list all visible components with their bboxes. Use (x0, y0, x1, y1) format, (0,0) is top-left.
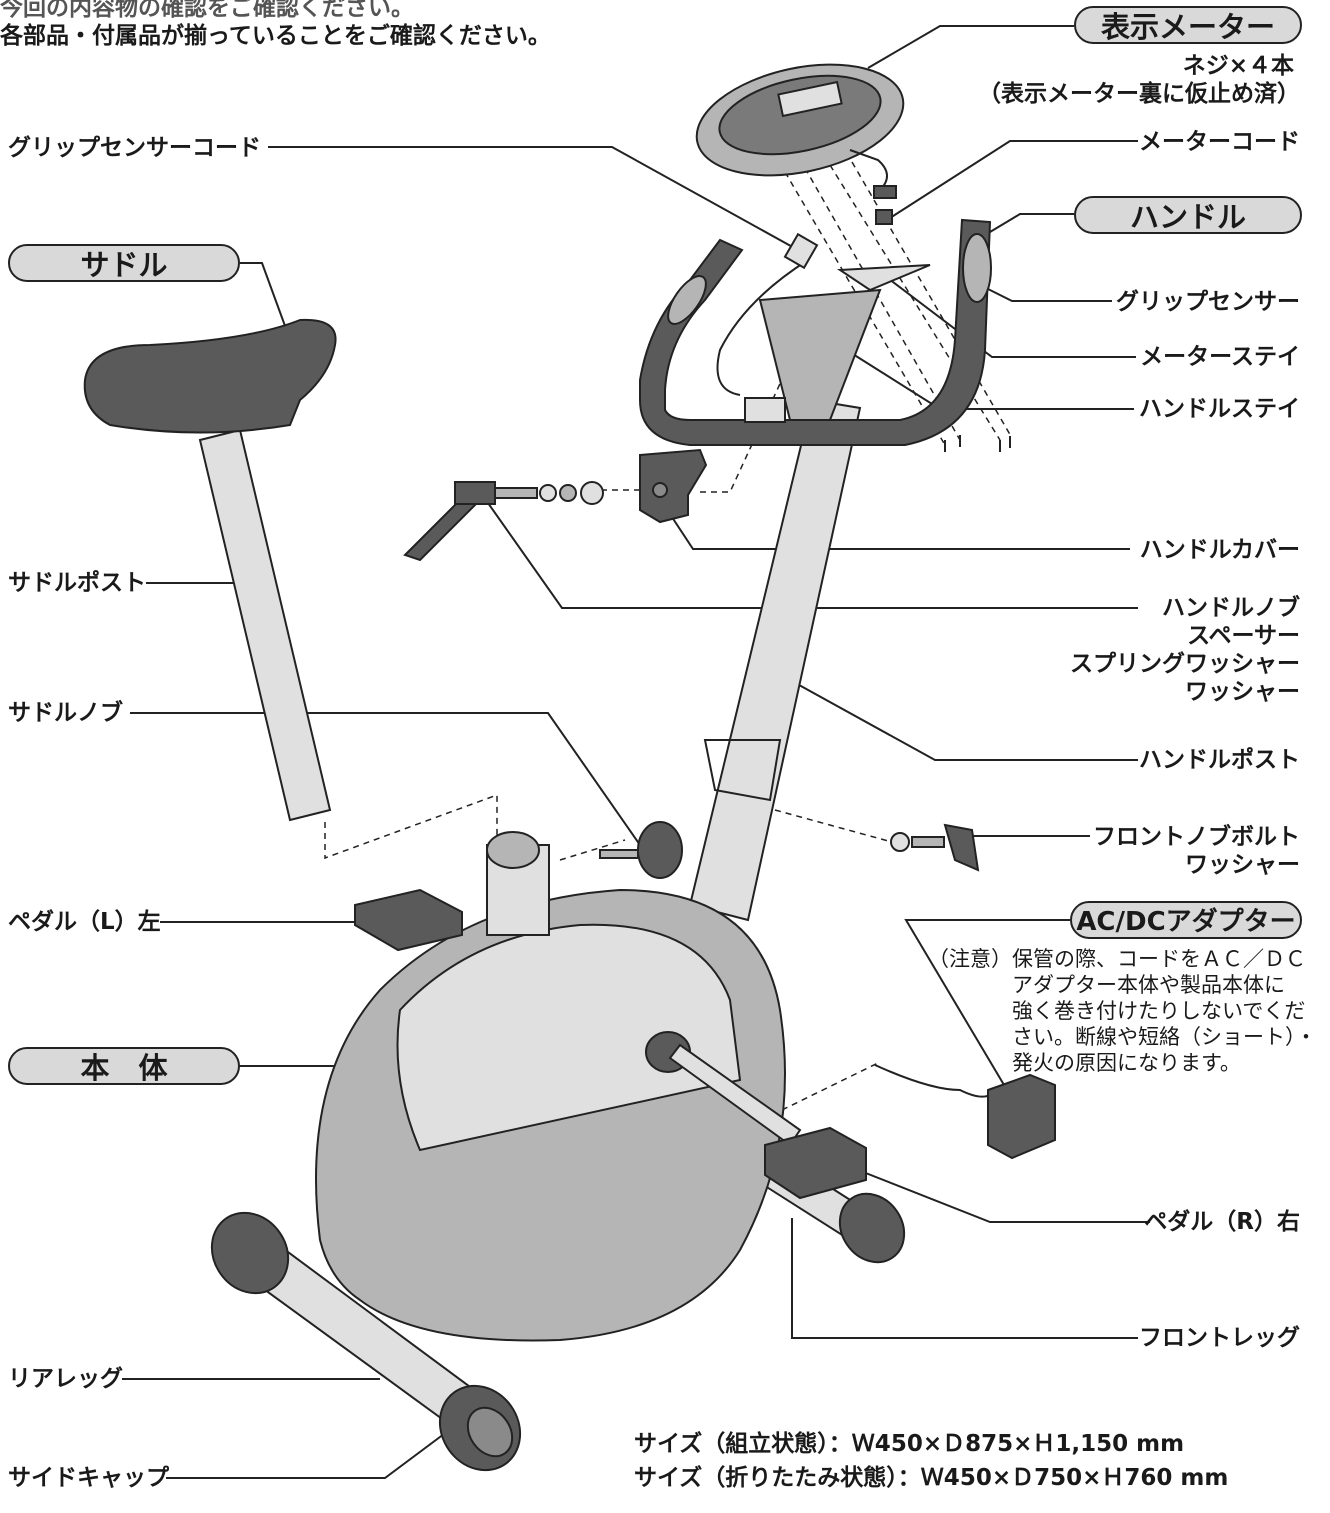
size-assembled: サイズ（組立状態）：Ｗ450×Ｄ875×Ｈ1,150 mm (634, 1431, 1185, 1457)
callout-handle: ハンドル (1074, 196, 1302, 234)
leader-handle-knob (487, 502, 1138, 609)
saddle-knob-group (599, 821, 683, 879)
label-spacer: スペーサー (1187, 623, 1300, 649)
label-grip-sensor: グリップセンサー (1116, 289, 1300, 315)
leader-grip-sensor-cord (268, 146, 799, 251)
pedals (354, 888, 867, 1200)
leader-meter-stay (884, 275, 1136, 358)
leader-meter-cord (889, 140, 1138, 219)
handle-cover-knob-group (403, 448, 708, 562)
front-cap (838, 1192, 906, 1264)
handlebar (639, 218, 992, 446)
callout-adapter: AC/DCアダプター (1070, 901, 1302, 939)
adapter-group (874, 1064, 1056, 1160)
label-meter-cord: メーターコード (1139, 129, 1300, 155)
saddle (83, 318, 337, 434)
label-screws-note: （表示メーター裏に仮止め済） (978, 81, 1300, 107)
handle-post-group (688, 288, 882, 922)
label-front-washer: ワッシャー (1185, 852, 1300, 878)
label-grip-sensor-cord: グリップセンサーコード (8, 135, 261, 161)
leader-display-meter (867, 25, 1074, 69)
handle-cover (639, 448, 708, 524)
display-screen (777, 80, 843, 118)
display-meter-group (695, 63, 931, 396)
front-knob-group (890, 823, 980, 872)
screws (944, 435, 1011, 452)
grip-sensor-left (667, 275, 707, 325)
label-rear-leg: リアレッグ (8, 1366, 123, 1392)
adapter-cord (874, 1064, 991, 1098)
saddle-group (83, 318, 337, 822)
label-handle-knob: ハンドルノブ (1162, 595, 1300, 621)
callout-display-meter: 表示メーター (1074, 6, 1302, 44)
adapter-note-line-3: 強く巻き付けたりしないでくだ (1012, 999, 1306, 1023)
adapter-note-line-2: アダプター本体や製品本体に (1012, 973, 1285, 997)
label-spring-washer: スプリングワッシャー (1070, 651, 1300, 677)
leader-grip-sensor (969, 279, 1112, 302)
label-handle-post: ハンドルポスト (1139, 747, 1300, 773)
rear-cap-left (210, 1211, 290, 1295)
callout-saddle: サドル (8, 244, 240, 282)
pedal-right (764, 1126, 867, 1200)
grip-sensor-cord (716, 259, 809, 396)
leader-side-cap (166, 1427, 453, 1479)
leader-adapter (904, 919, 1070, 1096)
label-pedal-left: ペダル（L）左 (8, 909, 161, 935)
callout-body: 本 体 (8, 1047, 240, 1085)
intro-line-2: 各部品・付属品が揃っていることをご確認ください。 (0, 23, 551, 49)
adapter-note-line-5: 発火の原因になります。 (1012, 1051, 1241, 1075)
meter-stay (836, 264, 931, 292)
label-side-cap: サイドキャップ (8, 1465, 169, 1491)
spacer (539, 484, 557, 502)
label-screws: ネジ×４本 (1182, 53, 1294, 79)
intro-line-1: 今回の内容物の確認をご確認ください。 (0, 0, 414, 21)
leader-front-leg (791, 1218, 1138, 1339)
label-handle-cover: ハンドルカバー (1139, 537, 1300, 563)
handle-post (688, 398, 862, 922)
body-group (315, 831, 802, 1342)
leader-handle-post (789, 679, 1138, 761)
leader-saddle-knob (130, 712, 641, 846)
front-knob-bolt (943, 823, 980, 872)
label-washer: ワッシャー (1185, 679, 1300, 705)
leader-handle-cover (663, 504, 1130, 550)
washer (580, 481, 604, 505)
label-pedal-right: ペダル（R）右 (1144, 1209, 1300, 1235)
size-folded: サイズ（折りたたみ状態）：Ｗ450×Ｄ750×Ｈ760 mm (634, 1465, 1229, 1491)
adapter-note-line-1: （注意）保管の際、コードをＡＣ／ＤＣ (928, 947, 1306, 971)
grip-sensor (962, 233, 992, 303)
leader-pedal-right (857, 1169, 1150, 1223)
rear-leg-group (210, 1211, 522, 1472)
label-handle-stay: ハンドルステイ (1139, 396, 1300, 422)
handle-knob (454, 481, 496, 505)
handlebar-group (639, 218, 992, 446)
leader-saddle (240, 262, 293, 346)
saddle-post (198, 428, 332, 822)
leader-lines (122, 25, 1150, 1479)
label-front-leg: フロントレッグ (1139, 1325, 1300, 1351)
label-front-knob-bolt: フロントノブボルト (1093, 824, 1300, 850)
adapter-caution-note: （注意）保管の際、コードをＡＣ／ＤＣ アダプター本体や製品本体に 強く巻き付けた… (928, 946, 1328, 1076)
leader-handle (989, 213, 1074, 233)
label-saddle-post: サドルポスト (8, 570, 146, 596)
spring-washer (559, 484, 577, 502)
saddle-knob (637, 821, 683, 879)
label-saddle-knob: サドルノブ (8, 700, 123, 726)
intro-text: 今回の内容物の確認をご確認ください。 各部品・付属品が揃っていることをご確認くだ… (0, 0, 551, 50)
adapter-note-line-4: さい。断線や短絡（ショート）・ (1012, 1025, 1317, 1049)
adapter (987, 1073, 1056, 1160)
front-washer (890, 832, 910, 852)
handlebar-center (744, 397, 786, 423)
crank-arm (668, 1043, 802, 1147)
label-meter-stay: メーターステイ (1140, 344, 1300, 370)
pedal-left (354, 888, 463, 952)
